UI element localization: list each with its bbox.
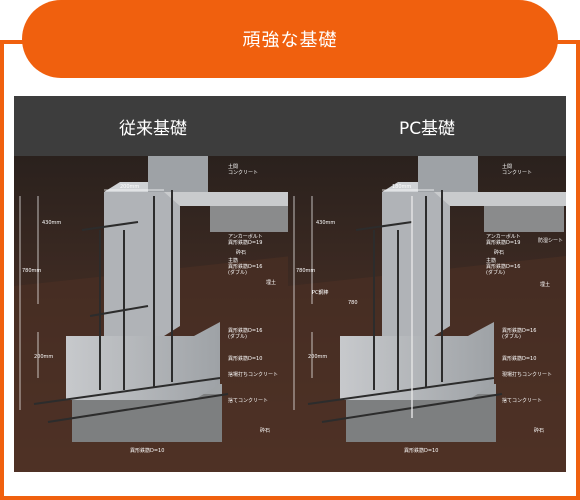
label-pc-steel: PC鋼棒 [312, 289, 329, 296]
label-deformed-d10: 異形鉄筋D=10 [502, 355, 536, 362]
foundation-wall [382, 182, 450, 336]
panel-title-bar: PC基礎 [288, 96, 566, 156]
sill-block [418, 156, 478, 192]
label-backfill: 埋土 [540, 281, 550, 288]
panel-conventional-foundation: 従来基礎 [14, 96, 292, 472]
dimension-lines [19, 189, 164, 410]
crushed-stone-top [484, 206, 564, 232]
dim-upper-height: 430mm [316, 220, 335, 226]
foundation-wall [104, 182, 180, 336]
dim-upper-height: 430mm [42, 220, 61, 226]
rebar-horizontal [89, 305, 149, 317]
label-bottom-rebar: 異形鉄筋D=10 [404, 447, 438, 454]
label-main-rebar: 主筋異形鉄筋D=16(ダブル) [228, 257, 262, 276]
panel-title-bar: 従来基礎 [14, 96, 292, 156]
dim-top-width: 200mm [120, 184, 139, 190]
label-anchor-bolt: アンカーボルト異形鉄筋D=19 [228, 233, 263, 246]
footing-block [66, 322, 220, 400]
crushed-stone-bottom [346, 394, 496, 442]
slab [164, 192, 292, 206]
dim-footing-height: 200mm [34, 354, 53, 360]
label-lean-concrete: 捨てコンクリート [502, 397, 542, 404]
label-pc-steel-val: 780 [348, 300, 358, 306]
label-bottom-rebar: 異形鉄筋D=10 [130, 447, 164, 454]
label-poured-concrete: 現場打ちコンクリート [502, 371, 552, 378]
sill-block [148, 156, 208, 192]
label-soil-concrete: 土間コンクリート [228, 163, 258, 176]
label-poured-concrete: 捨場打ちコンクリート [228, 371, 278, 378]
dim-total-height: 780mm [22, 268, 41, 274]
header-banner: 頑強な基礎 [22, 0, 558, 78]
rebar-horizontal [33, 377, 221, 405]
label-moisture-sheet: 防湿シート [538, 237, 563, 244]
crushed-stone-top [210, 206, 290, 232]
label-crushed-stone-top: 砕石 [236, 249, 246, 256]
rebar-horizontal [81, 221, 139, 231]
crushed-stone-bottom [72, 394, 222, 442]
rebar-horizontal [47, 393, 229, 423]
panel-title: PC基礎 [398, 118, 456, 139]
rebar-horizontal [355, 221, 413, 231]
label-crushed-stone-top: 砕石 [494, 249, 504, 256]
label-crushed-stone-bottom: 砕石 [260, 427, 270, 434]
label-anchor-bolt: アンカーボルト異形鉄筋D=19 [486, 233, 521, 246]
label-deformed-d10: 異形鉄筋D=10 [228, 355, 262, 362]
slab [434, 192, 566, 206]
rebar-horizontal [307, 377, 495, 405]
label-backfill: 埋土 [266, 279, 276, 286]
header-title: 頑強な基礎 [242, 30, 338, 51]
label-main-rebar: 主筋異形鉄筋D=16(ダブル) [486, 257, 520, 276]
label-deformed-d16: 異形鉄筋D=16(ダブル) [228, 327, 262, 340]
conventional-foundation-diagram: 200mm 430mm 780mm 200mm 土間コンクリート アンカーボルト… [14, 156, 292, 472]
label-deformed-d16: 異形鉄筋D=16(ダブル) [502, 327, 536, 340]
rebar-group [33, 190, 229, 423]
panel-pc-foundation: PC基礎 [288, 96, 566, 472]
rebar-group [307, 190, 503, 423]
pc-foundation-diagram: 180mm 430mm 780mm 200mm 土間コンクリート アンカーボルト… [288, 156, 566, 472]
dimension-lines [293, 189, 434, 410]
dim-total-height: 780mm [296, 268, 315, 274]
label-lean-concrete: 捨てコンクリート [228, 397, 268, 404]
label-crushed-stone-bottom: 砕石 [534, 427, 544, 434]
panel-title: 従来基礎 [119, 118, 187, 139]
dim-footing-height: 200mm [308, 354, 327, 360]
dim-top-width: 180mm [392, 184, 411, 190]
label-soil-concrete: 土間コンクリート [502, 163, 532, 176]
footing-block [340, 322, 494, 400]
